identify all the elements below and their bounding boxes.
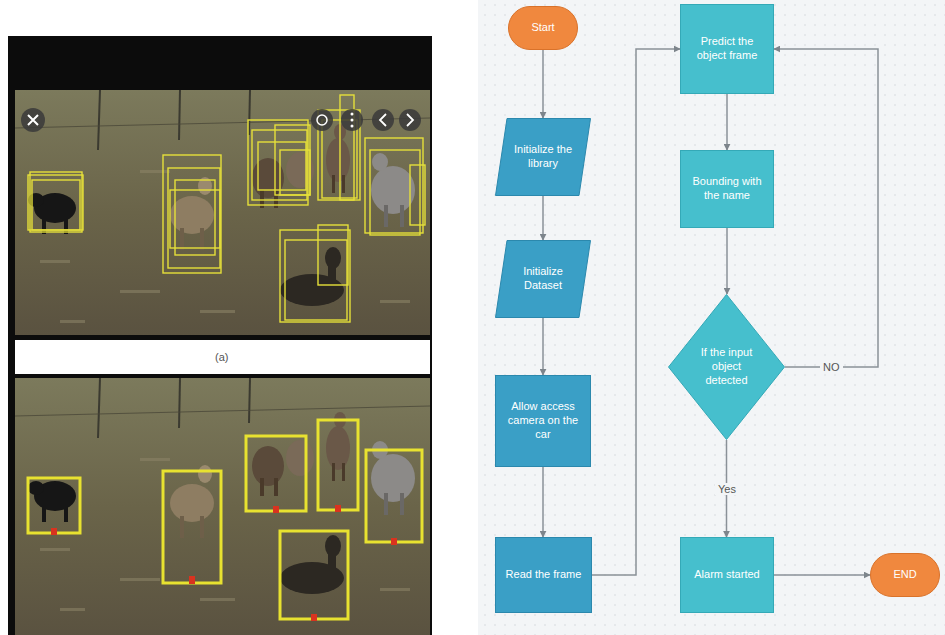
filtered-detections [15,378,430,635]
node-text-block: Allow access camera on the car [501,400,585,441]
flow-arrow [726,228,728,294]
node-text-block: Initialize Dataset [510,265,576,293]
edge-label: NO [820,361,843,373]
node-label: Alarm started [694,568,759,582]
node-label: Initialize the library [510,143,576,171]
raw-detections [15,90,430,335]
flow-arrow [542,318,544,375]
io-parallelogram: Initialize the library [495,118,591,196]
flow-arrow [774,49,878,367]
flow-arrow [726,94,728,150]
node-label: Bounding with the name [686,175,768,203]
flow-arrow [542,50,544,118]
node-text-block: Predict the object frame [686,35,768,63]
io-parallelogram: Initialize Dataset [495,240,591,318]
node-label: Allow access camera on the car [501,400,585,441]
node-text-block: Alarm started [694,568,759,582]
node-text-block: Initialize the library [510,143,576,171]
node-label: Start [531,21,554,35]
panel-label: (a) [212,351,231,363]
node-label: Initialize Dataset [510,265,576,293]
node-label: Predict the object frame [686,35,768,63]
flow-arrow [592,49,680,575]
process-box: Bounding with the name [680,150,774,228]
node-text-block: END [893,568,916,582]
node-label: Read the frame [506,568,582,582]
node-text-block: Read the frame [506,568,582,582]
node-label: If the input object detected [692,346,762,387]
flow-arrow [774,574,870,576]
process-box: Read the frame [495,537,592,613]
node-text-block: Start [531,21,554,35]
terminal-pill: Start [508,6,578,50]
edge-label: Yes [715,483,739,495]
flow-arrow [542,467,544,537]
node-label: END [893,568,916,582]
node-text-block: If the input object detected [692,346,762,387]
process-box: Allow access camera on the car [495,375,591,467]
process-box: Alarm started [680,537,774,613]
decision-diamond: If the input object detected [668,294,785,440]
process-box: Predict the object frame [680,4,774,94]
node-text-block: Bounding with the name [686,175,768,203]
terminal-pill: END [870,553,940,597]
flow-arrow [542,196,544,240]
